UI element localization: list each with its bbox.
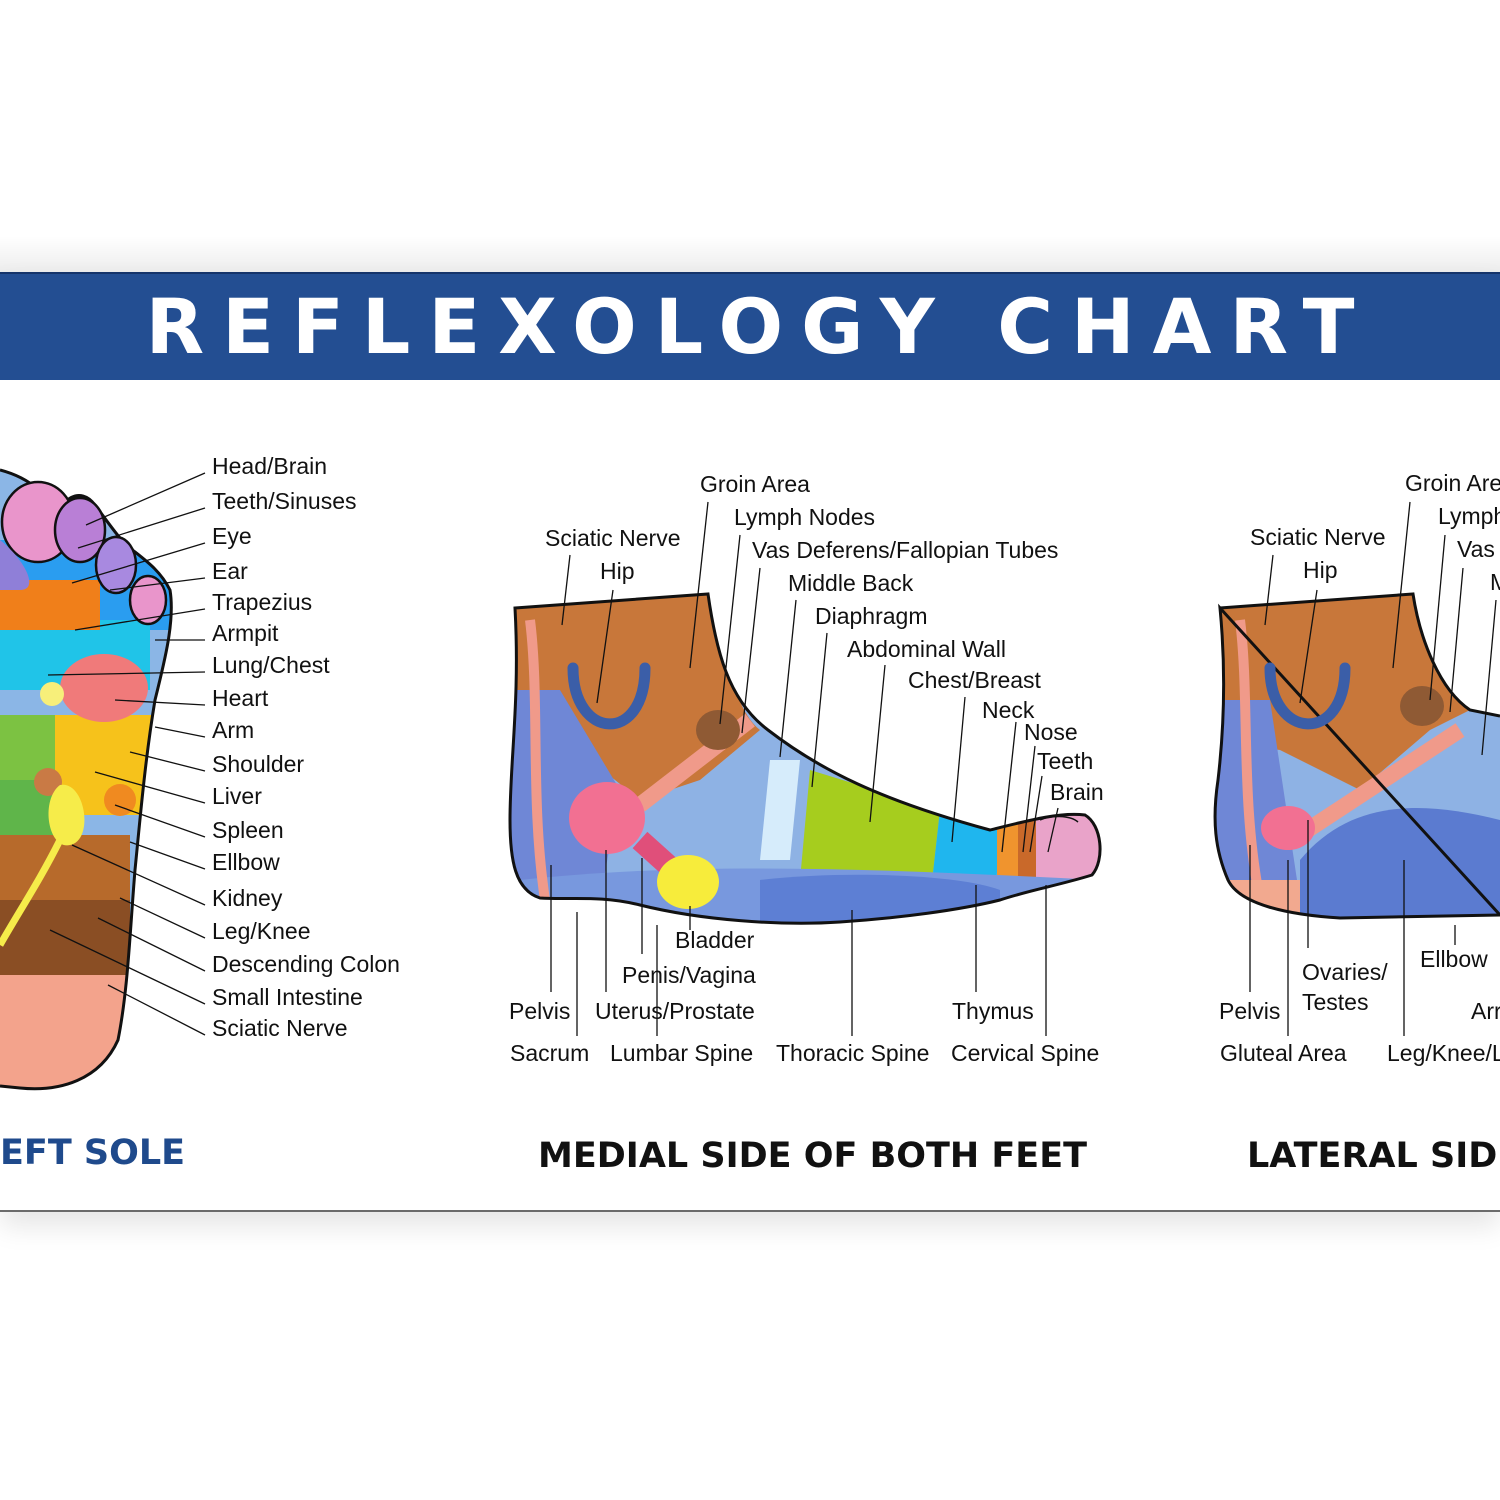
label-lymph-nodes: Lymph Nodes [734, 504, 875, 530]
label-small-intestine: Small Intestine [212, 984, 363, 1010]
label-shoulder: Shoulder [212, 751, 304, 777]
label-chest-breast: Chest/Breast [908, 667, 1042, 693]
label-eye: Eye [212, 523, 252, 549]
label-teeth-sinuses: Teeth/Sinuses [212, 488, 356, 514]
label-ellbow: Ellbow [212, 849, 280, 875]
label-spleen: Spleen [212, 817, 284, 843]
label-brain: Brain [1050, 779, 1104, 805]
label-arm: Arr [1471, 998, 1500, 1024]
caption-medial-side: MEDIAL SIDE OF BOTH FEET [538, 1136, 1087, 1176]
lymph-node-dot [1400, 686, 1444, 726]
label-armpit: Armpit [212, 620, 279, 646]
label-uterus-prostate: Uterus/Prostate [595, 998, 755, 1024]
label-gluteal-area: Gluteal Area [1220, 1040, 1347, 1066]
heart-dot [40, 682, 64, 706]
heart-zone-shape [60, 654, 148, 722]
label-abdominal-wall: Abdominal Wall [847, 636, 1006, 662]
label-trapezius: Trapezius [212, 589, 312, 615]
label-thoracic-spine: Thoracic Spine [776, 1040, 929, 1066]
label-pelvis: Pelvis [509, 998, 570, 1024]
bladder-shape [657, 855, 719, 909]
label-middle-back: Middle Back [788, 570, 914, 596]
label-sciatic-nerve: Sciatic Nerve [545, 525, 680, 551]
label-groin-area: Groin Are [1405, 470, 1500, 496]
label-testes: Testes [1302, 989, 1368, 1015]
sole-labels: Head/Brain Teeth/Sinuses Eye Ear Trapezi… [212, 453, 400, 1041]
label-diaphragm: Diaphragm [815, 603, 928, 629]
label-bladder: Bladder [675, 927, 755, 953]
uterus-prostate-shape [569, 782, 645, 854]
label-lung-chest: Lung/Chest [212, 652, 330, 678]
label-leg-knee: Leg/Knee/L [1387, 1040, 1500, 1066]
label-thymus: Thymus [952, 998, 1034, 1024]
label-sacrum: Sacrum [510, 1040, 589, 1066]
label-vas-deferens: Vas Deferens/Fallopian Tubes [752, 537, 1058, 563]
label-lumbar-spine: Lumbar Spine [610, 1040, 753, 1066]
caption-left-sole: EFT SOLE [0, 1133, 185, 1173]
label-hip: Hip [1303, 557, 1338, 583]
label-sciatic-nerve: Sciatic Nerve [1250, 524, 1385, 550]
label-penis-vagina: Penis/Vagina [622, 962, 756, 988]
left-sole-illustration [0, 460, 205, 1100]
label-ovaries: Ovaries/ [1302, 959, 1388, 985]
label-leg-knee: Leg/Knee [212, 918, 310, 944]
label-groin-area: Groin Area [700, 471, 810, 497]
label-pelvis: Pelvis [1219, 998, 1280, 1024]
label-lymph: Lymph [1438, 503, 1500, 529]
label-sciatic-nerve: Sciatic Nerve [212, 1015, 347, 1041]
label-vas: Vas [1457, 536, 1495, 562]
label-teeth: Teeth [1037, 748, 1093, 774]
label-nose: Nose [1024, 719, 1078, 745]
label-hip: Hip [600, 558, 635, 584]
caption-lateral-side: LATERAL SIDE [1247, 1136, 1500, 1176]
label-liver: Liver [212, 783, 262, 809]
label-heart: Heart [212, 685, 269, 711]
lymph-node-dot [696, 710, 740, 750]
ovaries-testes-shape [1261, 806, 1315, 850]
label-ear: Ear [212, 558, 248, 584]
label-middle-back: M [1490, 569, 1500, 595]
label-ellbow: Ellbow [1420, 946, 1488, 972]
label-descending-colon: Descending Colon [212, 951, 400, 977]
label-arm: Arm [212, 717, 254, 743]
label-cervical-spine: Cervical Spine [951, 1040, 1099, 1066]
label-kidney: Kidney [212, 885, 283, 911]
label-head-brain: Head/Brain [212, 453, 327, 479]
